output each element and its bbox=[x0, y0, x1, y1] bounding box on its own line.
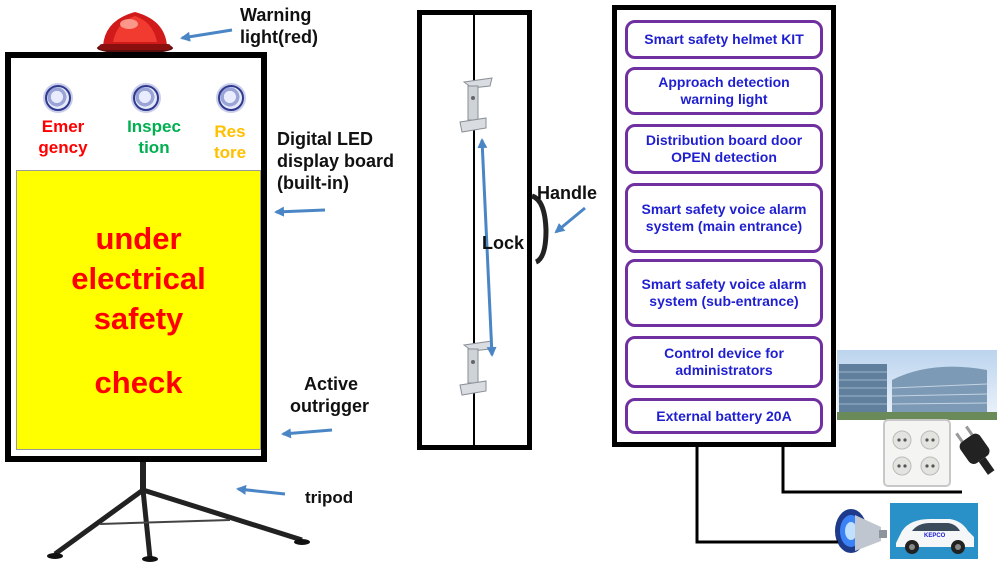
inspection-label-line2: tion bbox=[138, 138, 170, 157]
outrigger-label-line2: outrigger bbox=[290, 396, 369, 416]
car-brand-text: KEPCO bbox=[924, 533, 946, 539]
led-board-label-line2: display board bbox=[277, 151, 395, 171]
kit-item-voice-main-line1: Smart safety voice alarm bbox=[641, 201, 807, 217]
kit-item-door-open-detection: Distribution board door OPEN detection bbox=[625, 124, 823, 174]
distribution-board-door bbox=[417, 10, 532, 450]
kit-item-voice-main-line2: system (main entrance) bbox=[645, 218, 803, 234]
display-line-safety: safety bbox=[93, 301, 184, 336]
kit-item-external-battery: External battery 20A bbox=[625, 398, 823, 434]
vehicle-photo: KEPCO bbox=[890, 503, 978, 559]
inspection-button-icon[interactable] bbox=[133, 85, 159, 111]
kit-item-approach-line2: warning light bbox=[680, 91, 768, 107]
building-photo bbox=[837, 350, 997, 420]
lock-label: Lock bbox=[482, 233, 525, 253]
kit-item-voice-alarm-sub: Smart safety voice alarm system (sub-ent… bbox=[625, 259, 823, 327]
led-display-board: under electrical safety check bbox=[16, 170, 261, 450]
inspection-label-line1: Inspec bbox=[127, 117, 181, 136]
safety-kit-panel: Smart safety helmet KIT Approach detecti… bbox=[612, 5, 836, 447]
kit-item-admin-control: Control device for administrators bbox=[625, 336, 823, 388]
outrigger-label: Active outrigger bbox=[290, 373, 369, 417]
restore-button-label: Res tore bbox=[200, 121, 260, 163]
tripod-icon bbox=[40, 462, 320, 562]
display-line-under: under bbox=[95, 221, 182, 256]
restore-button-icon[interactable] bbox=[218, 85, 244, 111]
kit-item-approach-detection: Approach detection warning light bbox=[625, 67, 823, 115]
handle-arrow bbox=[554, 206, 586, 234]
warning-light-arrow bbox=[180, 28, 233, 42]
warning-light-label-line1: Warning bbox=[240, 5, 312, 25]
restore-label-line2: tore bbox=[213, 143, 247, 162]
kit-item-voice-sub-line2: system (sub-entrance) bbox=[649, 293, 799, 309]
emergency-label-line1: Emer bbox=[41, 117, 85, 136]
restore-label-line1: Res bbox=[214, 122, 246, 141]
kit-item-admin-line1: Control device for bbox=[664, 345, 784, 361]
display-line-check: check bbox=[94, 365, 183, 400]
emergency-label-line2: gency bbox=[38, 138, 88, 157]
kit-item-battery-line1: External battery 20A bbox=[656, 407, 792, 424]
led-board-arrow bbox=[274, 206, 326, 217]
power-outlet-icon bbox=[882, 418, 997, 490]
emergency-button-label: Emer gency bbox=[28, 116, 98, 158]
car-charger-icon bbox=[833, 505, 888, 560]
handle-label: Handle bbox=[537, 183, 598, 203]
kit-item-helmet-line1: Smart safety helmet KIT bbox=[644, 31, 804, 47]
kit-item-voice-sub-line1: Smart safety voice alarm bbox=[641, 276, 807, 292]
door-handle-icon bbox=[530, 193, 549, 265]
kit-item-door-line1: Distribution board door bbox=[645, 132, 803, 148]
led-board-label-line3: (built-in) bbox=[277, 173, 349, 193]
emergency-button-icon[interactable] bbox=[45, 85, 71, 111]
wire-to-charger bbox=[695, 447, 838, 544]
kit-item-door-line2: OPEN detection bbox=[671, 149, 777, 165]
kit-item-admin-line2: administrators bbox=[675, 362, 773, 378]
outrigger-arrow bbox=[281, 428, 333, 439]
led-board-label-line1: Digital LED bbox=[277, 129, 374, 149]
outrigger-label-line1: Active bbox=[304, 374, 359, 394]
kit-item-approach-line1: Approach detection bbox=[658, 74, 790, 90]
kit-item-voice-alarm-main: Smart safety voice alarm system (main en… bbox=[625, 183, 823, 253]
inspection-button-label: Inspec tion bbox=[112, 116, 196, 158]
warning-light-label: Warning light(red) bbox=[240, 4, 318, 48]
tripod-label: tripod bbox=[305, 488, 354, 507]
warning-light-label-line2: light(red) bbox=[240, 27, 318, 47]
display-line-electrical: electrical bbox=[71, 261, 206, 296]
warning-light-icon bbox=[95, 2, 175, 54]
led-board-label: Digital LED display board (built-in) bbox=[277, 128, 394, 194]
kit-item-helmet: Smart safety helmet KIT bbox=[625, 20, 823, 59]
